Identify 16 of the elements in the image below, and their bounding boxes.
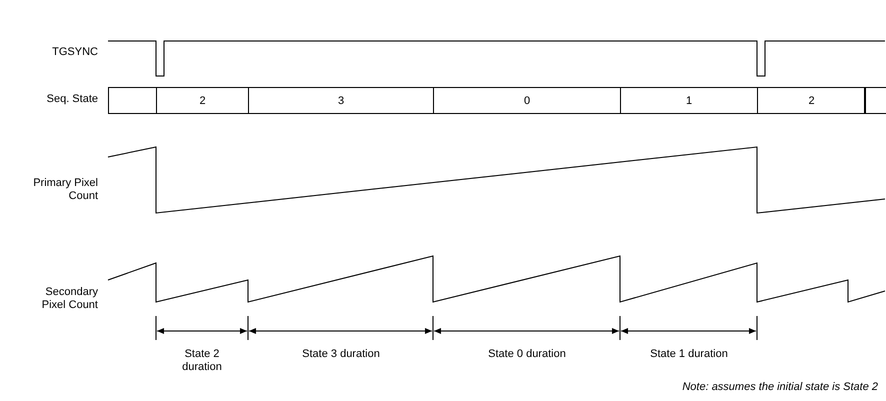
state-cell: 2 (757, 87, 866, 114)
duration-label: State 2 duration (181, 348, 223, 374)
signal-name: Primary Pixel Count (32, 177, 98, 203)
signal-name: TGSYNC (51, 46, 98, 59)
state-cell: 0 (433, 87, 621, 114)
state-cell (864, 87, 886, 114)
signal-name: Seq. State (46, 93, 98, 106)
state-cell: 1 (620, 87, 758, 114)
note-text: Note: assumes the initial state is State 2 (681, 381, 878, 394)
duration-label: State 1 duration (649, 348, 729, 361)
state-cell: 3 (248, 87, 434, 114)
duration-label: State 3 duration (301, 348, 381, 361)
duration-label: State 0 duration (487, 348, 567, 361)
state-cell (108, 87, 157, 114)
state-cell: 2 (156, 87, 249, 114)
signal-name: Secondary Pixel Count (40, 286, 98, 312)
